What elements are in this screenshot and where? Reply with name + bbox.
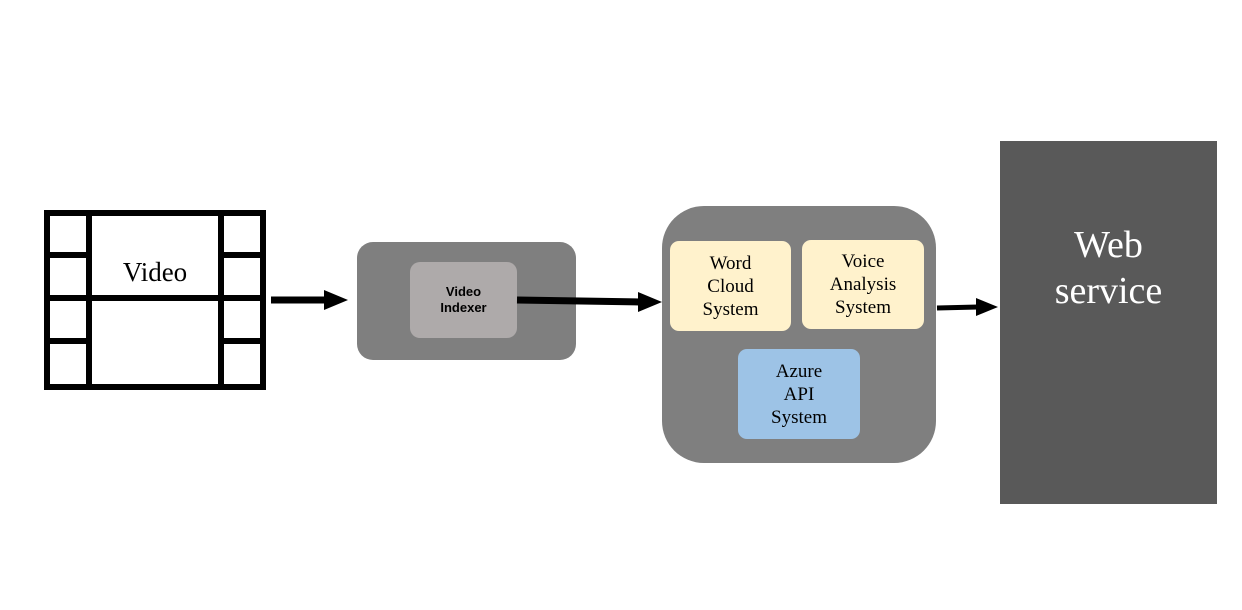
web-service-label: Web service xyxy=(1054,223,1163,312)
video-indexer-node: Video Indexer xyxy=(410,262,517,338)
arrow-right-icon xyxy=(271,290,348,310)
film-strip-icon xyxy=(44,210,266,390)
web-service-node: Web service xyxy=(1000,141,1217,504)
azure-api-system-node: Azure API System xyxy=(738,349,860,439)
voice-analysis-system-node: Voice Analysis System xyxy=(802,240,924,329)
video-label: Video xyxy=(122,257,188,287)
arrow-right-icon xyxy=(936,298,998,316)
word-cloud-system-node: Word Cloud System xyxy=(670,241,791,331)
